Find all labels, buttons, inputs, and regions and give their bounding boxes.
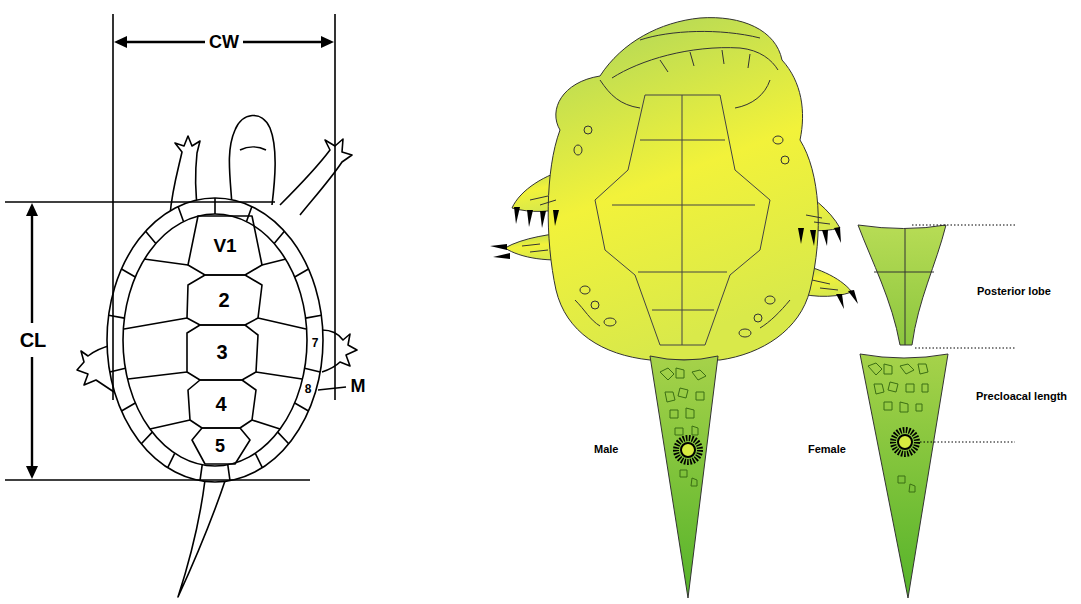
measurement-label: Posterior lobe — [976, 286, 1052, 298]
cloaca — [676, 438, 700, 462]
guide-line — [912, 225, 1015, 226]
scale — [574, 145, 582, 155]
claw — [848, 290, 858, 304]
vertebral-scute — [192, 428, 250, 464]
plastron — [595, 95, 770, 345]
sex-label: Female — [807, 444, 847, 456]
scale — [781, 156, 789, 164]
scale — [604, 318, 616, 326]
scute-label: 5 — [214, 437, 226, 456]
body-scales — [574, 126, 789, 337]
vertebral-scute — [187, 275, 262, 325]
claw — [527, 210, 533, 227]
measurement-guides — [912, 225, 1015, 442]
scale — [754, 314, 762, 322]
cloaca — [898, 435, 912, 449]
head-detail — [600, 31, 778, 108]
extension-line — [5, 479, 310, 481]
guide-line — [920, 442, 1015, 443]
painted-turtle — [77, 115, 357, 597]
scale — [591, 301, 599, 309]
scale — [765, 296, 775, 304]
claw — [798, 228, 804, 244]
marginal-label: 8 — [304, 383, 313, 396]
measurement-label: Precloacal length — [975, 391, 1068, 403]
scute-label: 3 — [215, 342, 228, 363]
vertebral-scute — [187, 325, 258, 380]
turtle-tail — [178, 478, 226, 597]
claw — [810, 230, 816, 246]
tail-scales — [660, 368, 706, 486]
claw — [540, 211, 546, 228]
scute-label: V1 — [212, 236, 237, 256]
dimension-arrow-line — [31, 357, 33, 468]
scale — [773, 136, 783, 144]
arrowhead — [321, 36, 334, 48]
posterior-lobe — [858, 225, 946, 345]
marginal-label: 7 — [311, 337, 320, 350]
claws — [490, 207, 858, 309]
claw — [490, 244, 507, 250]
costal-seams — [124, 259, 306, 429]
marginal-ring — [123, 214, 307, 466]
vertebral-scute — [188, 380, 256, 428]
scale — [580, 286, 590, 294]
scale — [584, 126, 592, 134]
scute-label: 2 — [217, 290, 230, 311]
scute-label: 4 — [214, 394, 227, 415]
extension-line — [334, 14, 336, 400]
leader-line — [318, 387, 346, 390]
dimension-arrow-line — [31, 214, 33, 323]
arrowhead — [26, 466, 38, 479]
skin-detail — [522, 196, 838, 328]
cloaca — [681, 443, 695, 457]
dimension-lines — [5, 14, 346, 480]
claw — [836, 294, 844, 309]
dimension-label: CW — [208, 33, 240, 52]
dimension-arrow-line — [125, 41, 205, 43]
head-detail — [240, 147, 266, 150]
snapping-turtle — [490, 18, 948, 598]
sex-label: Male — [593, 444, 619, 456]
marginal-label: M — [350, 377, 367, 396]
dimension-arrow-line — [243, 41, 323, 43]
guide-line — [915, 348, 1015, 349]
dimension-label: CL — [19, 330, 48, 351]
plastron-seams — [612, 95, 755, 345]
male-tail — [650, 356, 718, 598]
claw — [553, 210, 559, 226]
carapace-outline — [107, 198, 323, 482]
extension-line — [5, 201, 275, 203]
scale — [739, 329, 751, 337]
turtle-head — [229, 115, 275, 205]
vertebral-scute — [188, 216, 262, 275]
female-tail — [860, 354, 948, 598]
turtle-body — [548, 18, 818, 360]
claw — [834, 227, 841, 243]
hind-right-limb — [322, 330, 357, 372]
arrowhead — [26, 203, 38, 216]
extension-line — [112, 14, 114, 400]
claw — [493, 253, 510, 259]
front-right-limb — [280, 139, 352, 215]
plastron-seams — [874, 229, 934, 345]
marginal-scute-lines — [109, 198, 322, 481]
tail-scales — [868, 363, 928, 492]
cloaca — [893, 430, 917, 454]
arrowhead — [114, 36, 127, 48]
claw — [822, 230, 828, 246]
claw — [514, 207, 520, 224]
